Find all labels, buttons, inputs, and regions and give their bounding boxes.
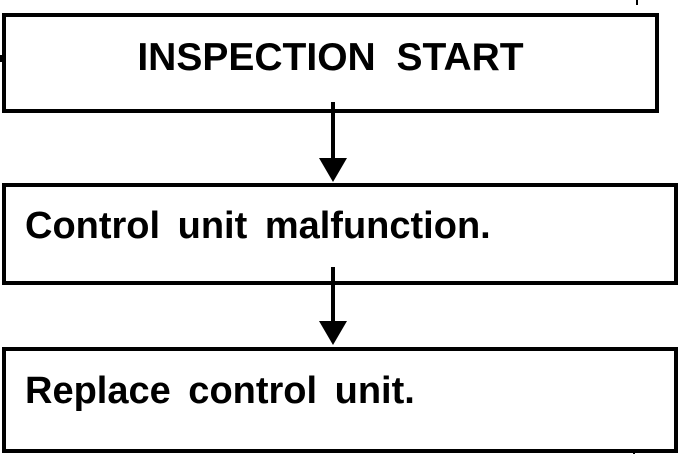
down-arrow-stem [331, 102, 335, 160]
scan-dot-mark [633, 452, 635, 454]
inspection-start-label: INSPECTION START [137, 35, 524, 79]
flow-node-inspection-start: INSPECTION START [2, 13, 659, 113]
down-arrow-stem [331, 267, 335, 323]
scan-tick-mark [0, 55, 3, 62]
control-unit-malfunction-label: Control unit malfunction. [25, 204, 491, 247]
down-arrow-icon [319, 321, 347, 345]
scan-tick-mark [636, 0, 638, 5]
replace-control-unit-label: Replace control unit. [25, 370, 415, 412]
flow-node-replace-control-unit: Replace control unit. [2, 347, 678, 453]
flow-node-control-unit-malfunction: Control unit malfunction. [2, 183, 678, 285]
down-arrow-icon [319, 158, 347, 182]
